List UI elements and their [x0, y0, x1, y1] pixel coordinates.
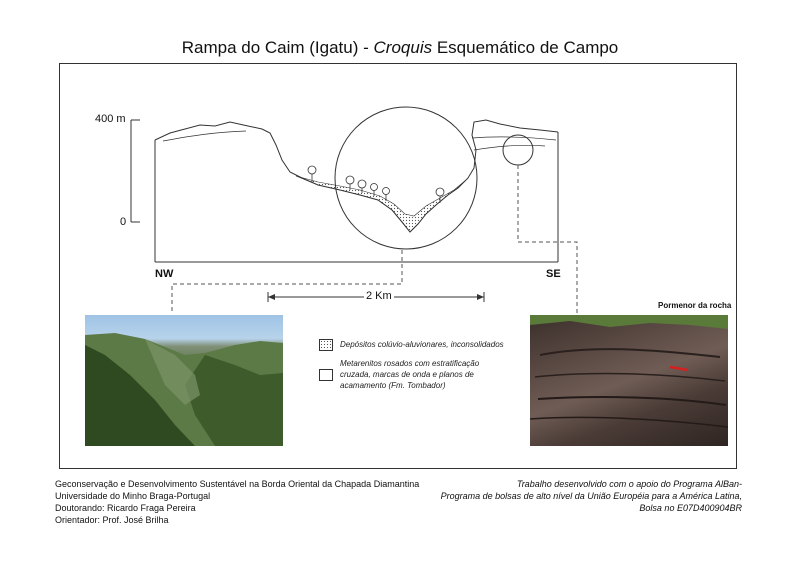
rock-detail-label: Pormenor da rocha: [658, 301, 732, 310]
connector-rock-photo: [517, 165, 578, 314]
rock-photo: [530, 315, 728, 446]
footer-credits-left: Geconservação e Desenvolvimento Sustentá…: [55, 479, 420, 525]
red-marker: [669, 365, 689, 372]
strata-line: [473, 144, 546, 151]
direction-nw: NW: [155, 268, 174, 280]
elevation-label-400: 400 m: [95, 113, 126, 125]
zoom-circle-valley: [334, 106, 478, 250]
legend-swatch-colluvial: [319, 339, 333, 351]
strata-line: [471, 136, 557, 141]
page-title: Rampa do Caim (Igatu) - Croquis Esquemát…: [181, 38, 619, 57]
zoom-circle-rock: [502, 134, 534, 166]
strata-line: [162, 130, 247, 142]
colluvial-deposit: [295, 175, 467, 233]
direction-se: SE: [546, 268, 561, 280]
legend-metarenite: Metarenitos rosados com estratificação c…: [340, 359, 480, 390]
diagram-frame: [59, 63, 737, 469]
footer-credits-right: Trabalho desenvolvido com o apoio do Pro…: [440, 479, 742, 513]
scale-label: 2 Km: [364, 290, 394, 302]
tree-group: [307, 165, 445, 203]
legend-swatch-metarenite: [319, 369, 333, 381]
canyon-photo: [85, 315, 283, 446]
elevation-label-0: 0: [120, 216, 127, 228]
legend-colluvial: Depósitos colúvio-aluvionares, inconsoli…: [340, 340, 504, 349]
connector-valley-photo: [171, 250, 403, 314]
